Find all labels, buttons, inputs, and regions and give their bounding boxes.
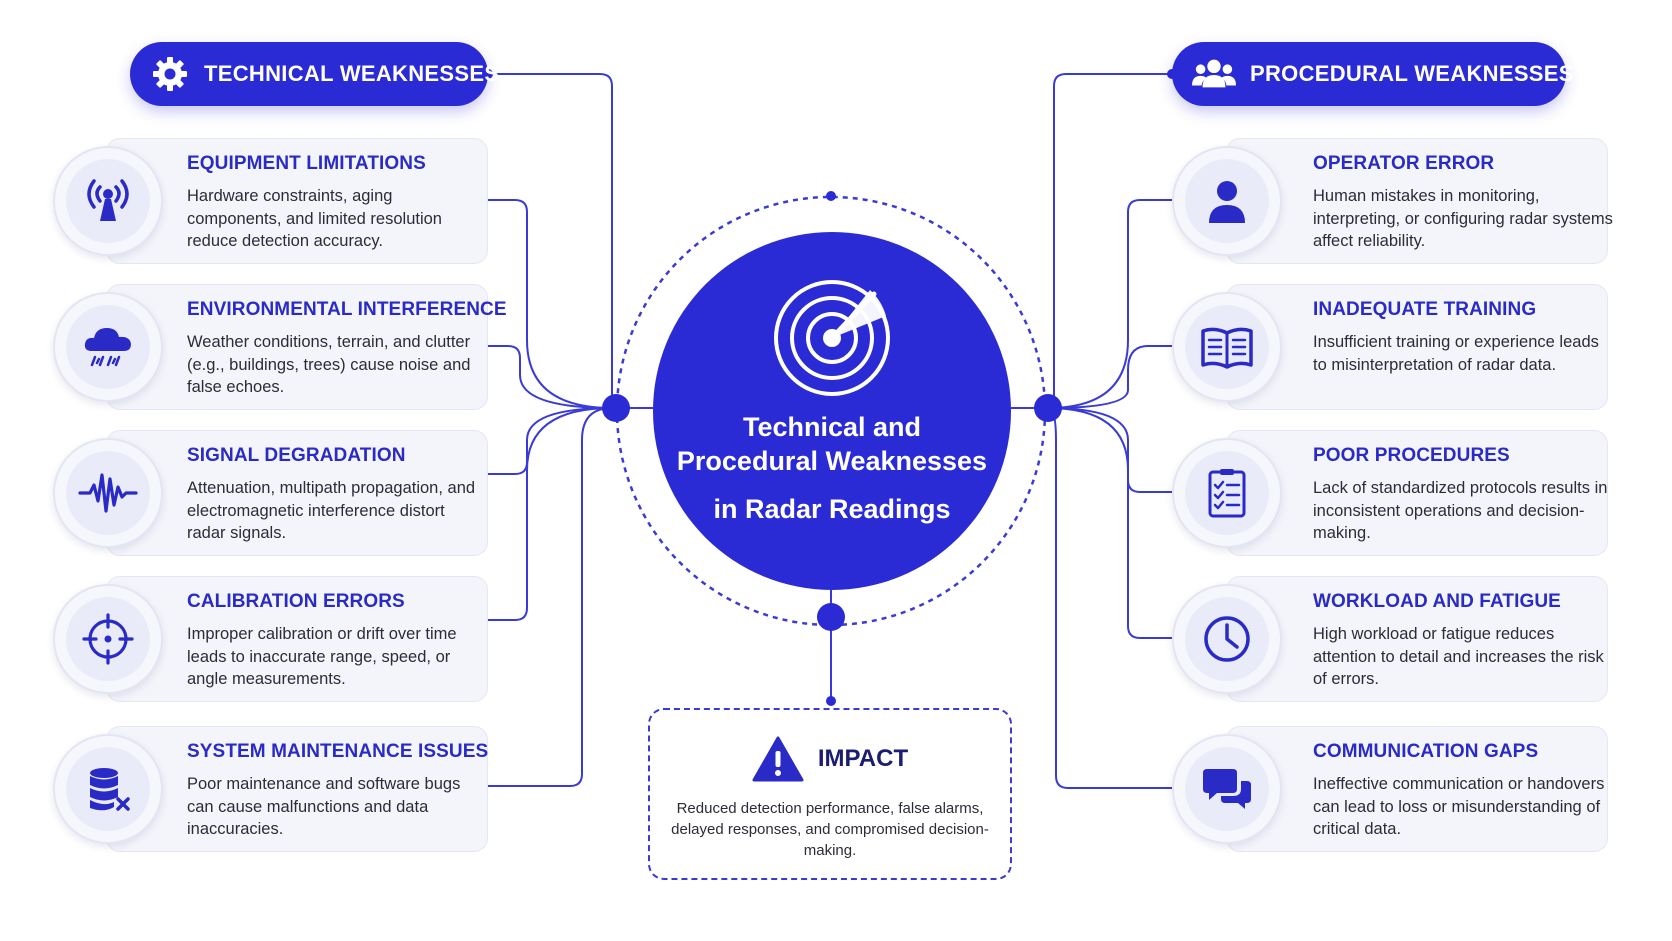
card-environmental-interference: ENVIRONMENTAL INTERFERENCE Weather condi…	[106, 284, 507, 410]
icon-badge	[1172, 292, 1282, 402]
card-calibration-errors: CALIBRATION ERRORS Improper calibration …	[106, 576, 488, 702]
card-equipment-limitations: EQUIPMENT LIMITATIONS Hardware constrain…	[106, 138, 488, 264]
waveform-icon	[78, 473, 138, 513]
card-title: WORKLOAD AND FATIGUE	[1313, 591, 1561, 612]
card-communication-gaps: COMMUNICATION GAPS Ineffective communica…	[1226, 726, 1608, 852]
card-description: Improper calibration or drift over time …	[187, 625, 457, 688]
center-title-line-3: in Radar Readings	[713, 494, 951, 524]
impact-box: IMPACT Reduced detection performance, fa…	[648, 708, 1012, 880]
procedural-weaknesses-header: PROCEDURAL WEAKNESSES	[1172, 42, 1573, 106]
card-workload-and-fatigue: WORKLOAD AND FATIGUE High workload or fa…	[1226, 576, 1608, 702]
impact-title: IMPACT	[817, 745, 909, 772]
icon-badge	[1172, 146, 1282, 256]
crosshair-icon	[82, 613, 134, 665]
impact-description: Reduced detection performance, false ala…	[671, 800, 989, 859]
icon-badge	[1172, 584, 1282, 694]
card-system-maintenance-issues: SYSTEM MAINTENANCE ISSUES Poor maintenan…	[106, 726, 488, 852]
icon-badge	[53, 146, 163, 256]
card-description: Lack of standardized protocols results i…	[1313, 479, 1608, 542]
users-icon	[1192, 52, 1236, 96]
book-icon	[1201, 327, 1253, 369]
procedural-weaknesses-title: PROCEDURAL WEAKNESSES	[1250, 61, 1574, 86]
card-title: OPERATOR ERROR	[1313, 153, 1495, 174]
card-title: ENVIRONMENTAL INTERFERENCE	[187, 299, 507, 320]
technical-weaknesses-title: TECHNICAL WEAKNESSES	[204, 61, 500, 86]
card-poor-procedures: POOR PROCEDURES Lack of standardized pro…	[1226, 430, 1608, 556]
center-title-line-2: Procedural Weaknesses	[676, 446, 988, 476]
checklist-icon	[1208, 469, 1246, 518]
warning-icon	[752, 736, 804, 782]
card-description: Poor maintenance and software bugs can c…	[187, 775, 461, 838]
card-title: CALIBRATION ERRORS	[187, 591, 405, 612]
rain-cloud-icon	[84, 328, 131, 367]
card-inadequate-training: INADEQUATE TRAINING Insufficient trainin…	[1226, 284, 1608, 410]
icon-badge	[53, 292, 163, 402]
chat-bubbles-icon	[1203, 769, 1251, 809]
card-signal-degradation: SIGNAL DEGRADATION Attenuation, multipat…	[106, 430, 488, 556]
technical-weaknesses-header: TECHNICAL WEAKNESSES	[130, 42, 499, 106]
card-title: EQUIPMENT LIMITATIONS	[187, 153, 426, 174]
antenna-icon	[87, 179, 129, 221]
card-description: Weather conditions, terrain, and clutter…	[187, 333, 471, 396]
icon-badge	[53, 734, 163, 844]
icon-badge	[1172, 734, 1282, 844]
card-title: POOR PROCEDURES	[1313, 445, 1510, 466]
radar-icon	[774, 280, 890, 396]
card-description: High workload or fatigue reduces attenti…	[1313, 625, 1604, 688]
card-title: INADEQUATE TRAINING	[1313, 299, 1537, 320]
icon-badge	[53, 584, 163, 694]
clock-icon	[1204, 616, 1250, 662]
card-operator-error: OPERATOR ERROR Human mistakes in monitor…	[1226, 138, 1613, 264]
user-icon	[1209, 181, 1245, 223]
database-error-icon	[90, 768, 130, 811]
card-description: Insufficient training or experience lead…	[1313, 333, 1599, 374]
card-description: Human mistakes in monitoring, interpreti…	[1313, 187, 1613, 250]
card-description: Ineffective communication or handovers c…	[1313, 775, 1605, 838]
card-title: SYSTEM MAINTENANCE ISSUES	[187, 741, 489, 762]
center-topic-circle: Technical and Procedural Weaknesses in R…	[653, 232, 1011, 590]
center-title-line-1: Technical and	[742, 412, 922, 442]
gear-icon	[150, 52, 190, 96]
card-description: Attenuation, multipath propagation, and …	[187, 479, 476, 542]
icon-badge	[53, 438, 163, 548]
card-title: COMMUNICATION GAPS	[1313, 741, 1539, 762]
card-title: SIGNAL DEGRADATION	[187, 445, 406, 466]
icon-badge	[1172, 438, 1282, 548]
card-description: Hardware constraints, aging components, …	[187, 187, 442, 250]
